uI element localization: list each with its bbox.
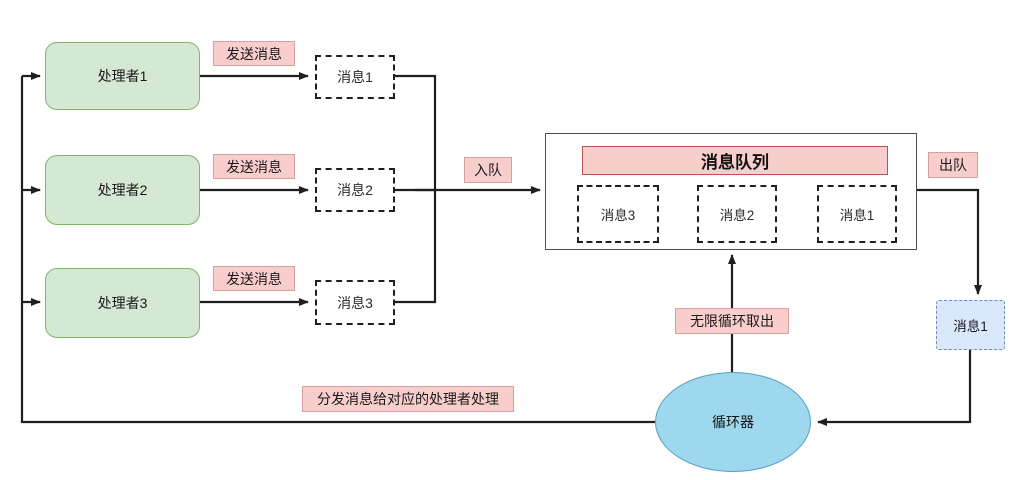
enqueue-label: 入队 [474,162,502,178]
message-queue-header: 消息队列 [582,146,888,175]
wire-queue-to-dequeued-message [917,188,982,295]
queue-slot-3[interactable]: 消息1 [817,185,897,243]
outgoing-message-box-3[interactable]: 消息3 [315,280,395,325]
queue-slot-label-3: 消息1 [839,208,875,223]
dequeued-message-label: 消息1 [953,319,988,334]
handler-label-3: 处理者3 [97,295,148,311]
dispatch-tag: 分发消息给对应的处理者处理 [302,386,514,412]
infinite-loop-label: 无限循环取出 [690,313,774,329]
outgoing-message-label-2: 消息2 [337,182,373,198]
enqueue-tag: 入队 [464,157,512,183]
wire-message3-to-bus [395,190,437,304]
handler-box-2[interactable]: 处理者2 [45,155,200,225]
queue-slot-label-2: 消息2 [719,208,755,223]
handler-box-3[interactable]: 处理者3 [45,268,200,338]
send-message-label-3: 发送消息 [226,270,282,287]
wire-dequeued-message-to-looper [817,350,972,426]
outgoing-message-box-2[interactable]: 消息2 [315,168,395,212]
wire-message1-to-bus [395,74,437,190]
dequeue-label: 出队 [939,157,967,173]
handler-label-1: 处理者1 [97,68,148,84]
message-queue-container: 消息队列 消息3 消息2 消息1 [545,133,917,250]
send-message-label-2: 发送消息 [226,158,282,175]
wire-looper-dispatch-return [20,76,655,424]
outgoing-message-box-1[interactable]: 消息1 [315,55,395,99]
message-queue-title: 消息队列 [701,153,769,172]
queue-slot-label-1: 消息3 [600,208,636,223]
dequeued-message-box[interactable]: 消息1 [936,300,1005,350]
dequeue-tag: 出队 [928,152,978,178]
send-message-tag-1: 发送消息 [213,41,295,66]
handler-label-2: 处理者2 [97,182,148,198]
looper-ellipse[interactable]: 循环器 [655,372,811,472]
looper-label: 循环器 [712,414,754,430]
outgoing-message-label-3: 消息3 [337,294,373,311]
dispatch-label: 分发消息给对应的处理者处理 [317,391,499,407]
infinite-loop-tag: 无限循环取出 [675,308,789,334]
send-message-tag-3: 发送消息 [213,266,295,291]
handler-box-1[interactable]: 处理者1 [45,42,200,110]
send-message-tag-2: 发送消息 [213,154,295,179]
outgoing-message-label-1: 消息1 [337,69,373,85]
send-message-label-1: 发送消息 [226,45,282,62]
queue-slot-1[interactable]: 消息3 [577,185,659,243]
queue-slot-2[interactable]: 消息2 [697,185,777,243]
